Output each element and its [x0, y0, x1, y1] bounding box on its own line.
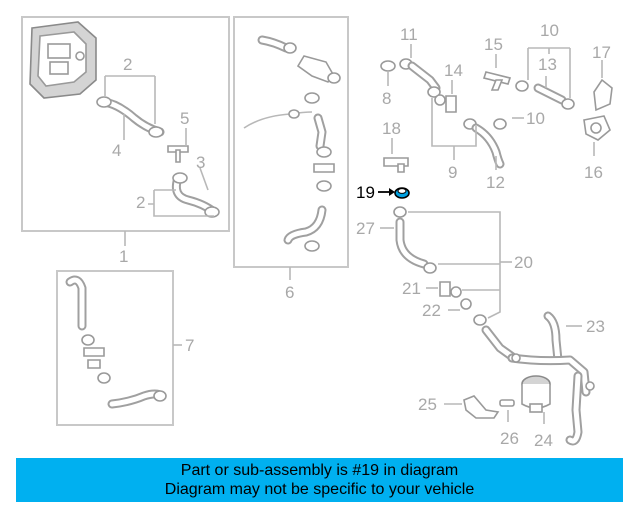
label-3: 3 [196, 153, 205, 172]
bracket-25-drawing [463, 395, 500, 419]
label-6: 6 [285, 283, 294, 302]
tee-15-drawing [482, 71, 512, 91]
control-unit-drawing [29, 21, 97, 99]
fitting-14-drawing [434, 94, 457, 113]
label-25: 25 [418, 395, 437, 414]
bracket-17-drawing [593, 78, 613, 112]
label-7: 7 [185, 336, 194, 355]
hose-11-drawing [399, 58, 441, 98]
label-21: 21 [402, 279, 421, 298]
label-13: 13 [538, 55, 557, 74]
label-14: 14 [444, 61, 463, 80]
hose-13-drawing [515, 80, 575, 110]
group-1-box: 2 4 5 3 2 [21, 16, 230, 232]
hose-mid-drawing [304, 92, 335, 192]
hose-3-drawing [171, 172, 220, 218]
label-15: 15 [484, 35, 503, 54]
hose-top-drawing [257, 35, 341, 84]
hose-27-drawing [393, 206, 437, 274]
valve-16-drawing [583, 115, 611, 141]
hose-bottom-drawing [283, 205, 327, 252]
label-22: 22 [422, 301, 441, 320]
fitting-21-drawing [439, 281, 462, 298]
clamp-8-drawing [380, 60, 396, 72]
tee-5-drawing [167, 145, 189, 163]
label-8: 8 [382, 89, 391, 108]
label-27: 27 [356, 219, 375, 238]
group-6-box [233, 16, 349, 268]
label-24: 24 [534, 431, 553, 450]
pump-24-drawing [521, 375, 551, 413]
hose-12-drawing [463, 118, 507, 169]
label-9: 9 [448, 163, 457, 182]
line-mid-drawing [243, 109, 313, 129]
label-16: 16 [584, 163, 603, 182]
label-18: 18 [382, 119, 401, 138]
label-2-bottom: 2 [136, 193, 145, 212]
label-17: 17 [592, 43, 611, 62]
pipe-23-drawing [507, 311, 595, 446]
label-19: 19 [356, 183, 375, 202]
label-5: 5 [180, 109, 189, 128]
label-2-top: 2 [123, 55, 132, 74]
label-23: 23 [586, 317, 605, 336]
clamp-22-drawing [460, 298, 472, 310]
label-20: 20 [514, 253, 533, 272]
clip-26-drawing [499, 399, 515, 407]
label-10-right: 10 [526, 109, 545, 128]
info-banner: Part or sub-assembly is #19 in diagram D… [16, 458, 623, 502]
tee-18-drawing [383, 157, 409, 173]
hose-20-drawing [473, 314, 519, 363]
label-12: 12 [486, 173, 505, 192]
label-26: 26 [500, 429, 519, 448]
group-7-box [56, 270, 174, 426]
label-1: 1 [119, 247, 128, 266]
arrow-19-head [389, 188, 395, 196]
label-11: 11 [400, 25, 418, 44]
banner-line-2: Diagram may not be specific to your vehi… [164, 481, 475, 498]
label-4: 4 [112, 141, 121, 160]
label-10-top: 10 [540, 21, 559, 40]
hose-4-drawing [96, 96, 165, 138]
banner-line-1: Part or sub-assembly is #19 in diagram [180, 462, 459, 479]
part-19-drawing [394, 187, 410, 199]
